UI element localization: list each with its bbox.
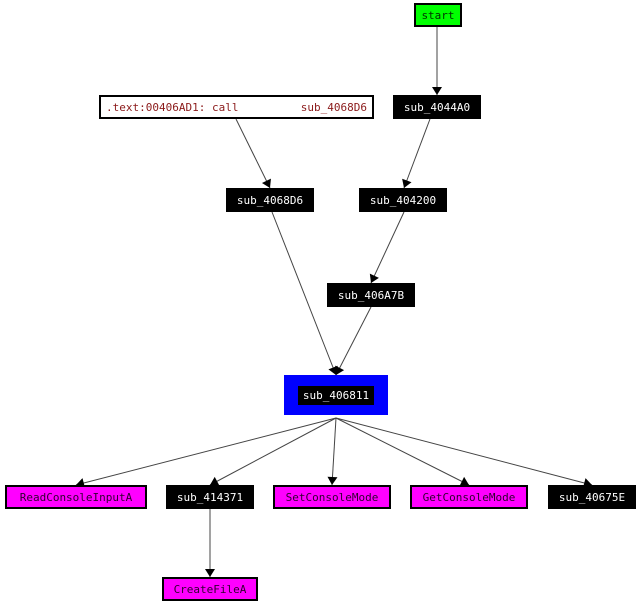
edge-ref-to-sub_4068D6 <box>235 118 271 189</box>
xref-target: sub_4068D6 <box>300 100 367 114</box>
node-label: sub_414371 <box>176 490 244 504</box>
edge-sub_406811-to-SetConsoleMode <box>331 417 337 486</box>
node-label: sub_4068D6 <box>236 193 304 207</box>
edge-sub_406811-to-ReadConsoleInputA <box>75 417 337 486</box>
node-ReadConsoleInputA[interactable]: ReadConsoleInputA <box>5 485 147 509</box>
xref-address: .text:00406AD1: call <box>106 100 239 114</box>
node-label: GetConsoleMode <box>422 490 516 504</box>
arrowhead-SetConsoleMode <box>327 476 338 485</box>
node-label: sub_4044A0 <box>403 100 471 114</box>
node-sub_406811-current[interactable]: sub_406811 <box>284 375 388 415</box>
edge-sub_406811-to-GetConsoleMode <box>335 417 470 486</box>
arrowhead-sub_406811 <box>328 365 338 375</box>
arrowhead-CreateFileA <box>205 569 215 577</box>
edge-sub_4068D6-to-sub_406811 <box>271 211 337 376</box>
node-xref-call[interactable]: .text:00406AD1: call sub_4068D6 <box>99 95 374 119</box>
node-sub_4068D6[interactable]: sub_4068D6 <box>226 188 314 212</box>
edge-sub_406811-to-sub_414371 <box>209 417 337 486</box>
edge-sub_406811-to-sub_40675E <box>335 417 593 486</box>
node-GetConsoleMode[interactable]: GetConsoleMode <box>410 485 528 509</box>
node-CreateFileA[interactable]: CreateFileA <box>162 577 258 601</box>
node-label: ReadConsoleInputA <box>19 490 133 504</box>
node-label: SetConsoleMode <box>285 490 379 504</box>
node-label: sub_406811 <box>297 385 375 405</box>
arrowhead-sub_414371 <box>210 476 220 486</box>
edge-sub_404200-to-sub_406A7B <box>370 211 405 284</box>
arrowhead-sub_406A7B <box>369 273 379 283</box>
node-sub_406A7B[interactable]: sub_406A7B <box>327 283 415 307</box>
node-sub_414371[interactable]: sub_414371 <box>166 485 254 509</box>
edge-sub_406A7B-to-sub_406811 <box>335 306 372 376</box>
arrowhead-sub_4044A0 <box>432 87 442 95</box>
edge-sub_4044A0-to-sub_404200 <box>403 118 431 189</box>
node-start[interactable]: start <box>414 3 462 27</box>
node-label: CreateFileA <box>173 582 247 596</box>
node-sub_40675E[interactable]: sub_40675E <box>548 485 636 509</box>
arrowhead-GetConsoleMode <box>459 476 469 486</box>
arrowhead-sub_406811 <box>335 365 345 375</box>
node-label: sub_40675E <box>558 490 626 504</box>
node-sub_404200[interactable]: sub_404200 <box>359 188 447 212</box>
node-label: sub_404200 <box>369 193 437 207</box>
arrowhead-sub_404200 <box>402 178 412 188</box>
node-label: sub_406A7B <box>337 288 405 302</box>
node-sub_4044A0[interactable]: sub_4044A0 <box>393 95 481 119</box>
arrowhead-sub_4068D6 <box>261 178 271 188</box>
node-SetConsoleMode[interactable]: SetConsoleMode <box>273 485 391 509</box>
node-label: start <box>421 8 455 22</box>
